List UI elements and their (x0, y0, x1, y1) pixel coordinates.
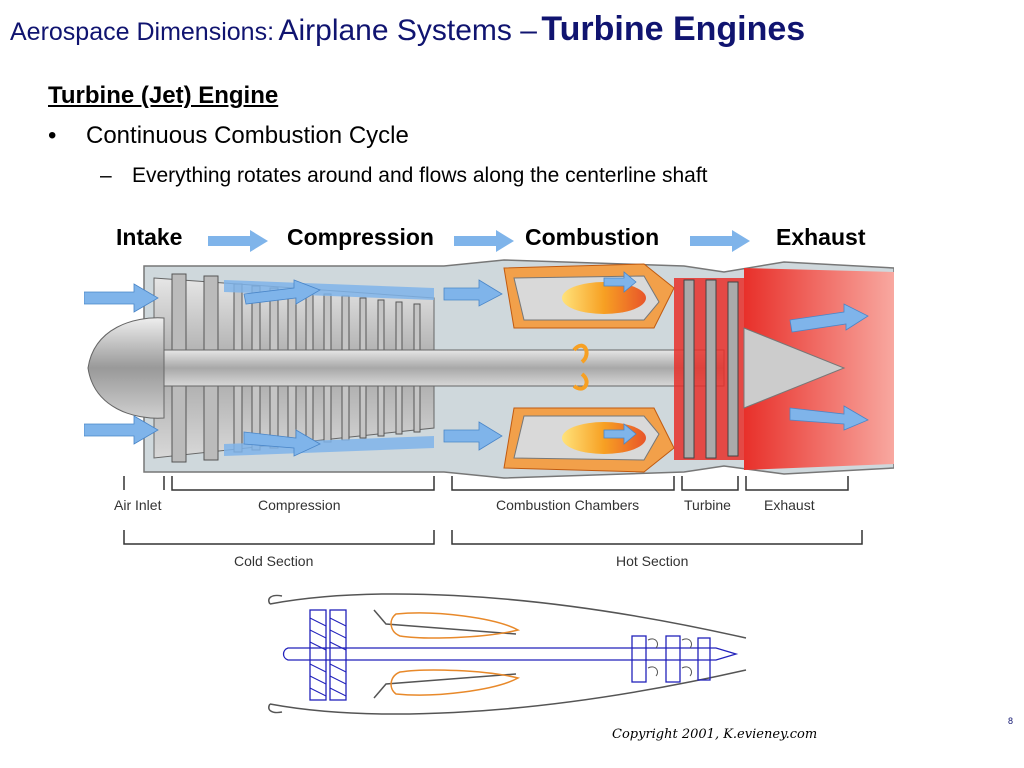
label-cold-section: Cold Section (234, 553, 313, 569)
label-turbine: Turbine (684, 497, 731, 513)
label-compression: Compression (258, 497, 340, 513)
label-combustion-chambers: Combustion Chambers (496, 497, 639, 513)
engine-schematic (268, 593, 747, 715)
turbine-engine-illustration: Air Inlet Compression Combustion Chamber… (84, 259, 894, 569)
copyright-text: Copyright 2001, K.evieney.com (612, 727, 818, 742)
flow-arrow-icon (454, 230, 514, 252)
stage-flow: Intake Compression Combustion Exhaust (0, 224, 1024, 258)
section-heading: Turbine (Jet) Engine (48, 82, 279, 109)
label-hot-section: Hot Section (616, 553, 688, 569)
flow-arrow-icon (690, 230, 750, 252)
title-main: Turbine Engines (541, 10, 806, 48)
title-prefix: Aerospace Dimensions: (10, 18, 275, 46)
bullet-text: Continuous Combustion Cycle (86, 122, 409, 149)
stage-intake: Intake (116, 224, 183, 250)
title-middle: Airplane Systems – (278, 14, 537, 47)
flow-arrow-icon (208, 230, 268, 252)
sub-bullet-text: Everything rotates around and flows alon… (132, 164, 708, 187)
stage-exhaust: Exhaust (776, 224, 866, 250)
label-air-inlet: Air Inlet (114, 497, 162, 513)
stage-compression: Compression (287, 224, 434, 250)
label-exhaust: Exhaust (764, 497, 815, 513)
slide-title: Aerospace Dimensions: Airplane Systems –… (10, 10, 805, 49)
bullet-item: • Continuous Combustion Cycle (48, 122, 409, 150)
sub-bullet-dash: – (100, 164, 112, 187)
sub-bullet-item: –Everything rotates around and flows alo… (100, 164, 708, 188)
page-number: 8 (1008, 716, 1014, 726)
stage-combustion: Combustion (525, 224, 660, 250)
bullet-dot: • (48, 122, 57, 149)
